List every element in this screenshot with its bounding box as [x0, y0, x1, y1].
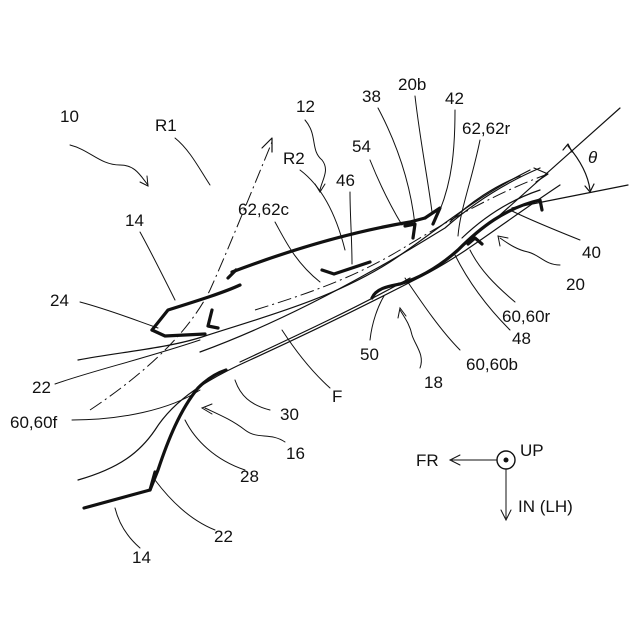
- pointer-arrow-20: [500, 238, 560, 265]
- garnish-bottom-lip: [152, 330, 205, 336]
- label-20: 20: [566, 275, 585, 294]
- garnish-hook-24: [208, 310, 218, 328]
- label-48: 48: [512, 329, 531, 348]
- label-r2: R2: [283, 149, 305, 168]
- r2-axis: [255, 174, 548, 310]
- front-lower-part: [84, 370, 226, 508]
- leader-54: [370, 160, 402, 225]
- lower-outer-contour: [78, 185, 560, 480]
- label-60b: 60,60b: [466, 355, 518, 374]
- label-16: 16: [286, 444, 305, 463]
- leader-40: [510, 210, 580, 240]
- garnish-clip-38: [405, 224, 415, 238]
- pointer-arrow-16: [205, 408, 285, 442]
- leader-14-top: [140, 232, 175, 300]
- leader-46: [350, 192, 352, 264]
- label-18: 18: [424, 373, 443, 392]
- leader-14-bottom: [115, 508, 140, 548]
- leader-60r: [470, 250, 515, 302]
- label-50: 50: [360, 345, 379, 364]
- label-46: 46: [336, 171, 355, 190]
- leader-20b: [415, 96, 432, 212]
- label-54: 54: [352, 137, 371, 156]
- garnish-tip-42: [425, 208, 440, 224]
- garnish-top-edge: [232, 218, 425, 272]
- pointer-arrow-10-head: [140, 176, 148, 186]
- leader-62r: [458, 140, 480, 236]
- garnish-upper-body: [152, 285, 240, 330]
- leader-28: [185, 420, 245, 470]
- r1-axis: [90, 142, 272, 410]
- label-38: 38: [362, 87, 381, 106]
- label-40: 40: [582, 243, 601, 262]
- label-f: F: [332, 387, 342, 406]
- label-30: 30: [280, 405, 299, 424]
- label-20b: 20b: [398, 75, 426, 94]
- leader-42: [440, 110, 455, 210]
- label-42: 42: [445, 89, 464, 108]
- label-12: 12: [296, 97, 315, 116]
- leader-22-bottom: [155, 480, 215, 530]
- label-14-bottom: 14: [132, 548, 151, 567]
- label-theta: θ: [588, 148, 598, 167]
- pointer-arrow-20-head: [498, 236, 508, 246]
- pointer-arrow-12: [305, 120, 325, 190]
- surface-f-line: [200, 168, 540, 352]
- pointer-arrow-10: [70, 145, 148, 185]
- inner-contour-line: [240, 278, 410, 362]
- pointer-arrow-18: [400, 310, 421, 368]
- label-22-left: 22: [32, 378, 51, 397]
- label-24: 24: [50, 291, 69, 310]
- label-14-top: 14: [125, 211, 144, 230]
- label-62r: 62,62r: [462, 119, 511, 138]
- label-28: 28: [240, 467, 259, 486]
- label-r1: R1: [155, 116, 177, 135]
- theta-arrow-up: [563, 144, 572, 152]
- legend-up: UP: [520, 441, 544, 460]
- label-60r: 60,60r: [502, 307, 551, 326]
- theta-arc: [568, 146, 590, 190]
- leader-38: [378, 108, 415, 225]
- label-10: 10: [60, 107, 79, 126]
- r1-arrowhead: [262, 138, 272, 152]
- legend-in: IN (LH): [518, 497, 573, 516]
- label-22-bottom: 22: [214, 527, 233, 546]
- leader-22-left: [55, 340, 200, 384]
- leader-24: [80, 302, 158, 328]
- label-62c: 62,62c: [238, 200, 290, 219]
- leader-50: [370, 296, 384, 340]
- label-60f: 60,60f: [10, 413, 58, 432]
- leader-r1: [175, 138, 210, 185]
- up-direction-dot: [504, 458, 509, 463]
- leader-62c: [275, 222, 320, 282]
- leader-30: [235, 380, 270, 410]
- legend-fr: FR: [416, 451, 439, 470]
- garnish-clip-46: [322, 262, 370, 274]
